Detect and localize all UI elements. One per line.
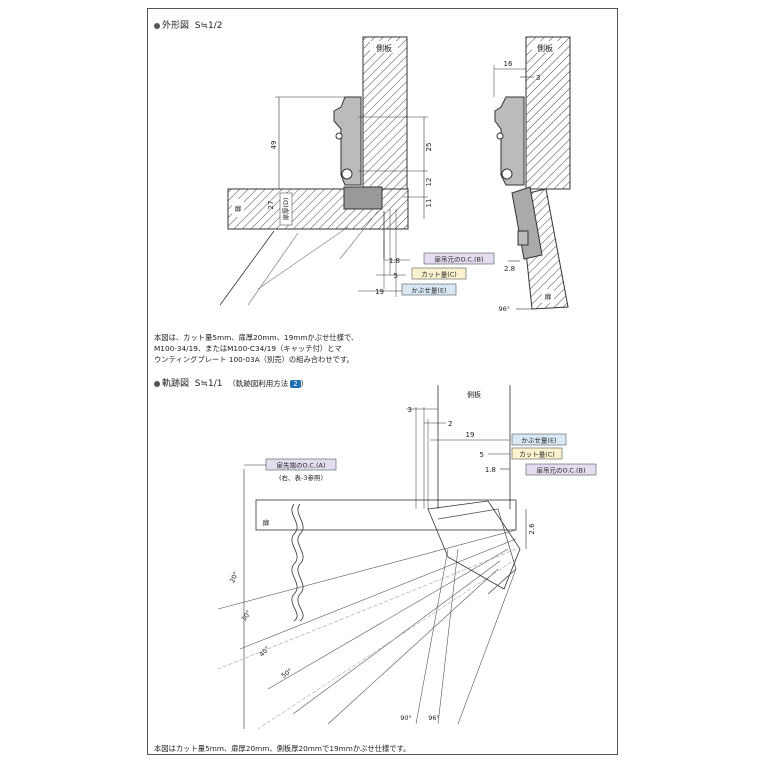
screw-icon [335,132,343,140]
trajectory-30 [239,538,517,650]
trajectory-20 [217,529,517,610]
label-oc-a: 扉先端のO.C.(A) [276,461,325,470]
note2: 本図はカット量5mm、扉厚20mm、側板厚20mmで19mmかぶせ仕様です。 [154,744,411,753]
catalog-page: 外形図 S≒1/2 本図は、カット量5mm、扉厚20mm、19mmかぶせ仕様で、… [147,8,618,755]
label-box-overlay-e [511,433,567,446]
angle-30: 30° [240,609,253,623]
angle-40: 40° [258,645,272,659]
trajectory-50 [292,560,501,715]
bullet-icon [154,22,160,29]
screw-icon [496,132,504,140]
screw-icon [341,168,353,180]
dim-5: 5 [394,272,398,280]
label-box-oc-a [265,458,337,471]
dim-3: 3 [536,74,540,82]
angle-96: 96° [498,305,510,313]
label-oc-b: 扉吊元のO.C.(B) [536,466,585,475]
note1-line: M100-34/19、またはM100-C34/19（キャッチ付）とマ [154,344,342,353]
ref-badge: 2 [290,380,301,388]
note1: 本図は、カット量5mm、扉厚20mm、19mmかぶせ仕様で、 M100-34/1… [154,332,358,365]
side-panel [362,36,408,190]
hinge-trajectory-polygon [427,500,521,590]
door-label: 扉 [235,204,242,213]
dim-1-8: 1.8 [389,257,400,265]
dim-2-6: 2.6 [528,523,536,535]
hinge-arm [333,96,362,186]
swing-line [219,230,275,306]
trajectory-40 [267,548,509,690]
dim-49: 49 [270,141,278,150]
note1-line: 本図は、カット量5mm、扉厚20mm、19mmかぶせ仕様で、 [154,333,359,342]
dim-19: 19 [466,431,475,439]
door-label: 扉 [545,292,552,301]
trajectory-dashed [217,548,517,670]
label-overlay-e: かぶせ量(E) [411,287,446,295]
trajectory-90 [415,548,449,725]
side-panel-label: 側板 [537,43,553,53]
door-thickness-label: 扉厚(D) [281,197,290,220]
side-panel-label-bg [370,41,398,53]
label-box-oc-b [423,252,495,265]
diagram2-hinge-open: 側板 扉 16 3 2.8 96° [493,36,571,313]
trajectory-dashed [257,558,517,730]
dim-12: 12 [425,178,433,187]
dim-3: 3 [408,406,412,414]
dim-11: 11 [425,199,433,208]
hinge-arm [494,96,525,186]
dim-16: 16 [504,60,513,68]
diagram3-trajectory: 側板 扉 20° 30° 40° 50° 90° [217,385,597,730]
dim-27: 27 [267,201,275,210]
door-thickness-box [279,192,293,226]
screw-icon [501,168,513,180]
angle-96: 96° [428,714,440,722]
label-oc-a-note: (右、表-3参照) [279,473,323,482]
hinge-cup [343,186,383,210]
label-cut-c: カット量(C) [421,271,457,279]
label-cut-c: カット量(C) [519,451,555,459]
door-outline [255,499,517,531]
side-panel-label: 側板 [376,43,392,53]
bullet-icon [154,380,160,387]
hinge-plate [517,230,529,246]
side-panel-label: 側板 [467,390,481,399]
section1-title: 外形図 S≒1/2 [154,18,223,31]
swing-line [247,232,299,306]
angle-90: 90° [400,714,412,722]
dim-5: 5 [480,451,484,459]
side-panel-label-bg [532,41,558,53]
door-label-bg [542,289,554,303]
label-box-cut-c [511,447,563,460]
break-line [291,503,298,622]
label-box-oc-b [525,463,597,476]
trajectory-line [327,568,499,725]
label-box-cut-c [411,267,467,280]
door-label: 扉 [263,518,270,527]
dim-2: 2 [448,420,452,428]
swing-line [257,226,349,290]
hinge-trajectory-polygon [437,508,517,595]
dim-1-8: 1.8 [485,466,496,474]
label-overlay-e: かぶせ量(E) [521,437,556,445]
break-line [297,503,304,622]
swing-line [339,210,379,260]
angle-20: 20° [228,570,240,584]
dim-19: 19 [375,288,384,296]
diagram1-hinge-closed: 側板 扉 扉厚(D) 49 2 [219,36,495,306]
note1-line: ウンティングプレート 100-03A（別売）の組み合わせです。 [154,355,354,364]
door-label-bg [232,199,244,217]
trajectory-line [457,568,517,725]
dim-25: 25 [425,143,433,152]
side-panel [525,36,571,190]
technical-drawings: 側板 扉 扉厚(D) 49 2 [217,36,597,730]
trajectory-96 [437,548,459,725]
angle-50: 50° [280,667,294,680]
label-box-overlay-e [401,283,457,296]
label-oc-b: 扉吊元のO.C.(B) [434,255,483,264]
dim-2-8: 2.8 [504,265,515,273]
